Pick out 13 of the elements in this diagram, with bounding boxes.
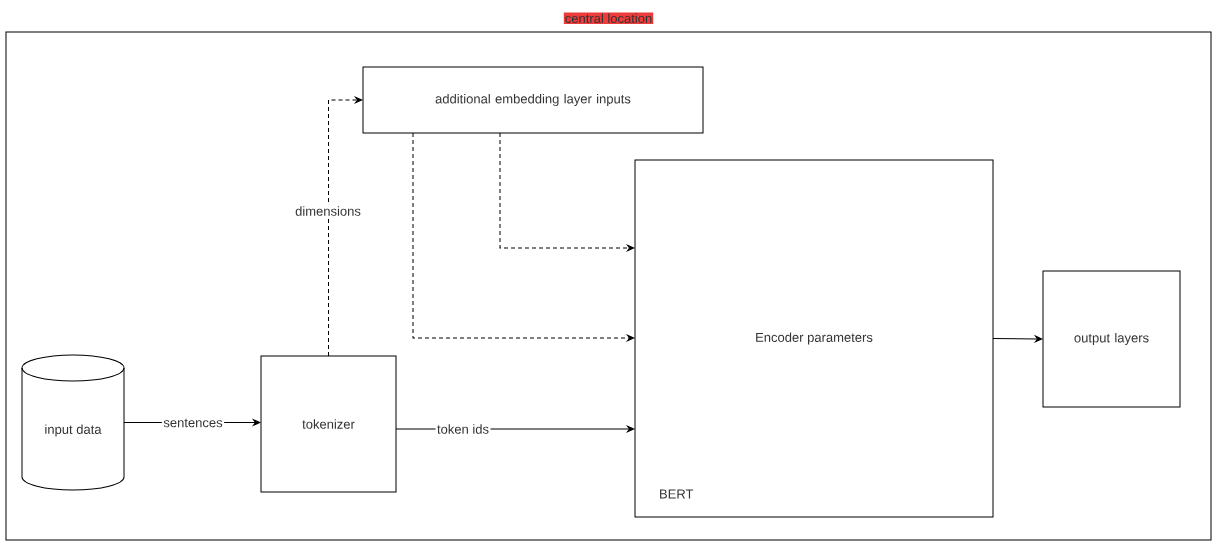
edge-label: dimensions bbox=[293, 204, 363, 218]
process-box: tokenizer bbox=[260, 355, 397, 493]
process-box: additional embedding layer inputs bbox=[362, 66, 704, 134]
node-label: central location bbox=[565, 13, 652, 23]
arrow bbox=[499, 132, 635, 252]
arrow bbox=[328, 96, 363, 357]
edge-label: sentences bbox=[161, 417, 225, 429]
arrow bbox=[412, 132, 635, 342]
edge-label: token ids bbox=[435, 422, 491, 436]
process-box: Encoder parameters BERT bbox=[634, 159, 994, 518]
database-cylinder: input data bbox=[21, 354, 125, 491]
process-box: output layers bbox=[1042, 270, 1181, 408]
arrow bbox=[992, 335, 1043, 343]
